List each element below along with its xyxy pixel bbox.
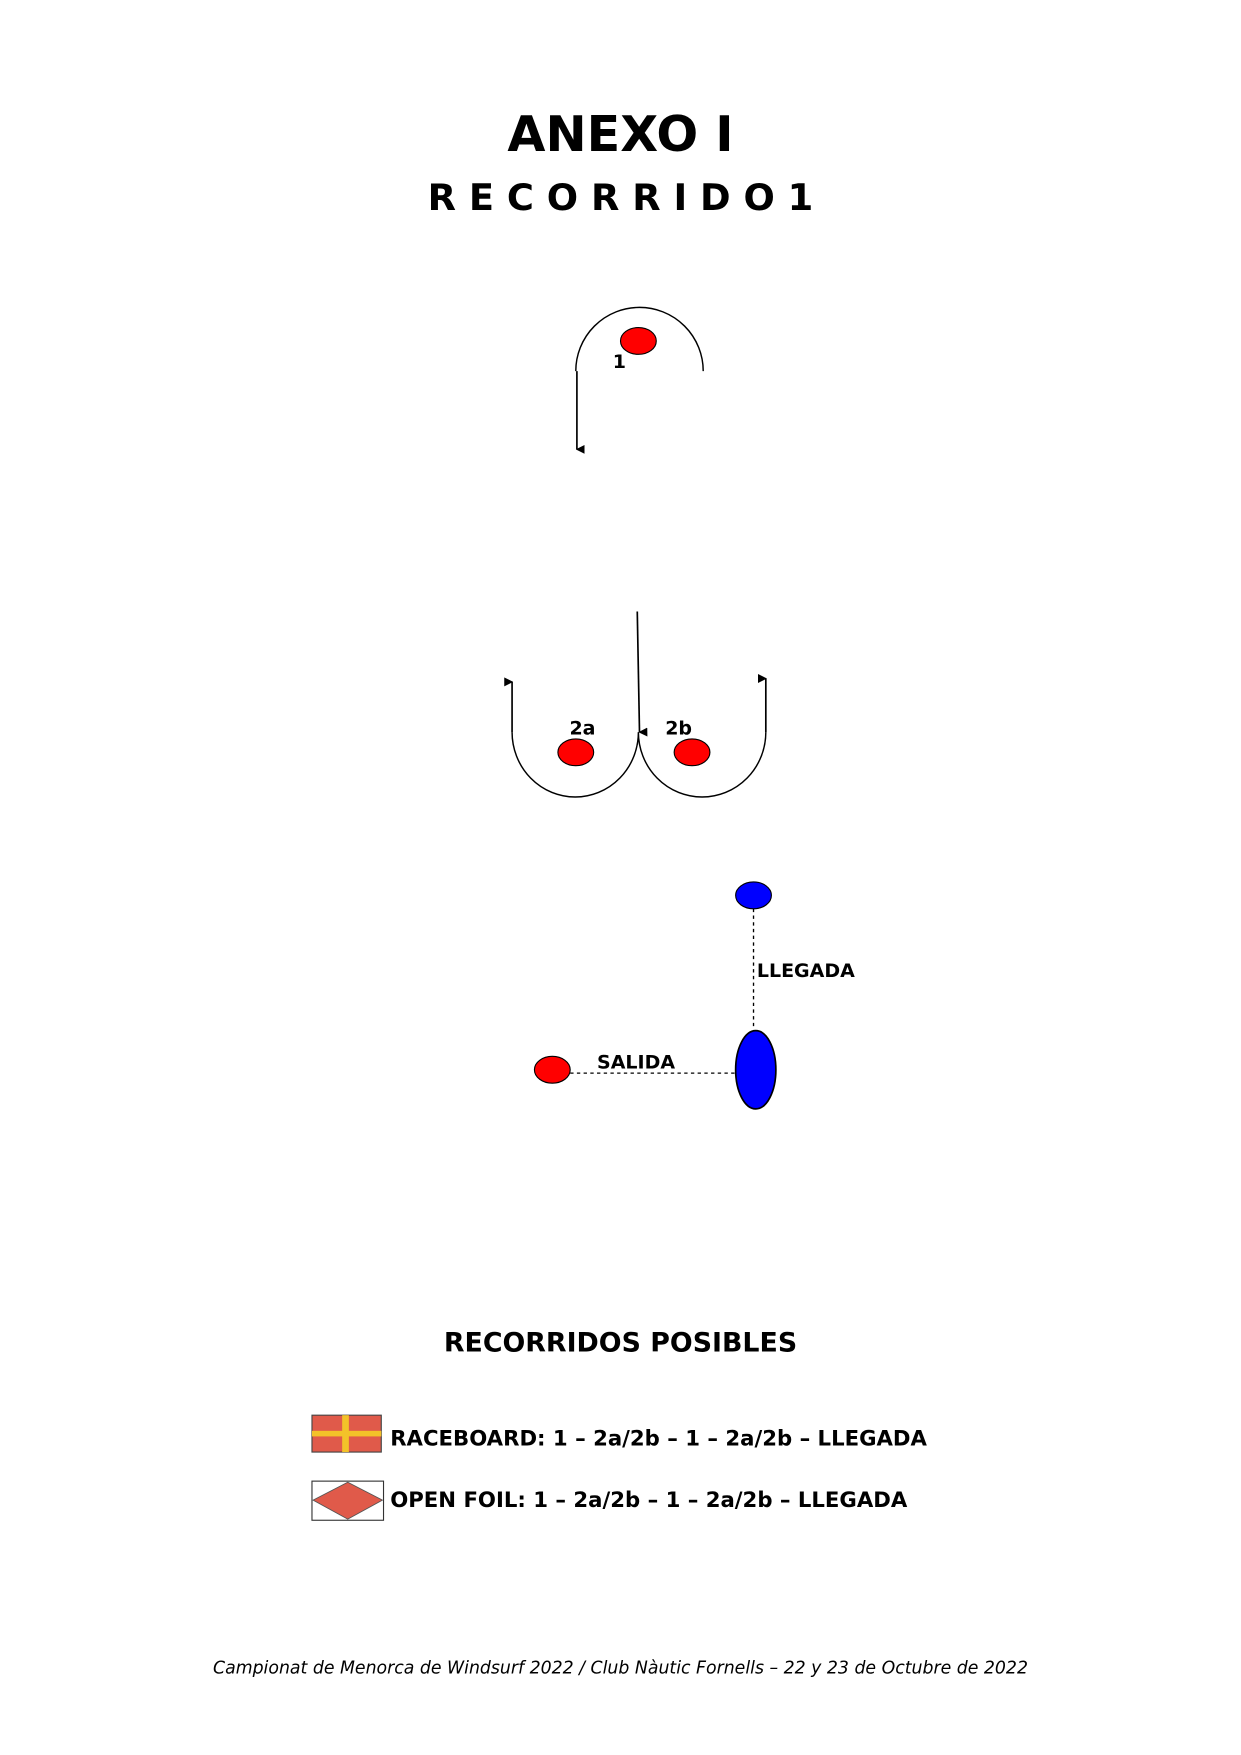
committee-boat-mark (734, 1029, 777, 1110)
gate-rounding-arcs (511, 732, 767, 798)
mark-1-label: 1 (613, 351, 626, 373)
arrow-down-to-gate (636, 611, 648, 737)
start-label: SALIDA (597, 1052, 675, 1074)
footer-text: Campionat de Menorca de Windsurf 2022 / … (213, 1658, 1028, 1678)
page-subtitle: R E C O R R I D O 1 (428, 176, 814, 219)
course-raceboard: RACEBOARD: 1 – 2a/2b – 1 – 2a/2b – LLEGA… (390, 1426, 927, 1451)
mark-2a-buoy (557, 738, 595, 767)
finish-buoy (735, 881, 772, 910)
raceboard-flag-icon (311, 1414, 382, 1453)
open-foil-flag-icon (311, 1480, 385, 1521)
rounding-arc-mark-1 (575, 306, 704, 372)
mark-1-buoy (619, 326, 657, 355)
finish-label: LLEGADA (757, 960, 855, 982)
start-pin-buoy (533, 1055, 571, 1084)
mark-2b-buoy (673, 738, 711, 767)
mark-2a-label: 2a (569, 717, 595, 739)
page-title: ANEXO I (507, 105, 733, 163)
courses-heading: RECORRIDOS POSIBLES (444, 1327, 797, 1358)
course-diagram: 1 2a 2b LLEGADA SALIDA (504, 306, 855, 1110)
mark-2b-label: 2b (665, 717, 692, 739)
course-open-foil: OPEN FOIL: 1 – 2a/2b – 1 – 2a/2b – LLEGA… (390, 1488, 908, 1513)
